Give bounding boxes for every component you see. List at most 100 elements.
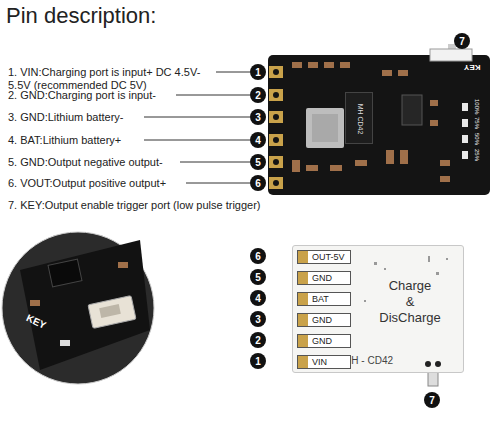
- silkscreen-text: GND: [312, 273, 332, 283]
- leader-line: [180, 162, 250, 163]
- hole: [273, 180, 279, 186]
- inductor: [306, 108, 344, 148]
- hole: [273, 114, 279, 120]
- leader-line: [144, 117, 250, 118]
- capacitor: [398, 70, 408, 76]
- gold-pad: [269, 177, 283, 189]
- pin-description: 6. VOUT:Output positive output+: [8, 177, 166, 190]
- pin-label: GND: [297, 271, 351, 285]
- callout-number: 1: [250, 64, 266, 80]
- callout-number: 4: [250, 290, 266, 306]
- pin-description: 5. GND:Output negative output-: [8, 156, 163, 169]
- page-title: Pin description:: [6, 3, 156, 29]
- capacitor: [292, 160, 300, 172]
- callout-text: 4: [255, 135, 261, 146]
- callout-text: 3: [255, 112, 261, 123]
- callout-text: 3: [255, 314, 261, 325]
- pin-label: BAT: [297, 292, 351, 306]
- gold-pad: [269, 134, 283, 146]
- dot: [384, 268, 386, 270]
- silkscreen-text: 50%: [474, 133, 480, 145]
- callout-text: 5: [255, 157, 261, 168]
- callout-text: 7: [459, 36, 465, 47]
- pin-description: 2. GND:Charging port is input-: [8, 89, 156, 102]
- leader-line: [216, 72, 250, 73]
- callout-number: 4: [250, 132, 266, 148]
- silkscreen-text: GND: [312, 315, 332, 325]
- inset-photo: KEY: [2, 232, 154, 384]
- silkscreen-text: VIN: [312, 357, 327, 367]
- board-body: [268, 55, 490, 195]
- dot: [364, 300, 366, 302]
- callout-number: 7: [424, 392, 440, 408]
- inductor-top: [312, 114, 338, 142]
- edge-pads: [269, 66, 283, 189]
- capacitor: [386, 150, 394, 164]
- led: [462, 151, 468, 159]
- gold-pad: [269, 89, 283, 101]
- led: [462, 135, 468, 143]
- callout-number: 2: [250, 87, 266, 103]
- inset-photo: [2, 232, 154, 384]
- callout-text: 7: [429, 395, 435, 406]
- silkscreen-text: KEY: [464, 63, 480, 72]
- key-switch: [430, 49, 472, 61]
- dot: [374, 262, 377, 265]
- dot: [436, 272, 439, 275]
- capacitor: [440, 176, 450, 182]
- pin-description: 3. GND:Lithium battery-: [8, 111, 124, 124]
- inset-switch: [88, 296, 136, 329]
- silkscreen-text: OUT-5V: [312, 252, 345, 262]
- silkscreen-text: GND: [312, 336, 332, 346]
- pin-label: VIN: [297, 355, 351, 369]
- hole: [273, 159, 279, 165]
- callout-number: 2: [250, 332, 266, 348]
- silkscreen-text: BAT: [312, 294, 329, 304]
- leader-line: [176, 95, 250, 96]
- leader-line: [144, 140, 250, 141]
- silkscreen-text: 25%: [474, 149, 480, 161]
- pad-holes: [273, 69, 279, 186]
- callout-text: 6: [255, 251, 261, 262]
- inset-capacitor: [30, 300, 40, 306]
- callout-number: 3: [250, 109, 266, 125]
- led: [462, 103, 468, 111]
- gold-pad: [269, 111, 283, 123]
- pin-description: 1. VIN:Charging port is input+ DC 4.5V-5…: [8, 66, 218, 92]
- inset-switch-lever: [99, 304, 121, 318]
- inset-board: [20, 240, 150, 370]
- callout-number: 3: [250, 311, 266, 327]
- capacitor: [400, 150, 408, 164]
- callout-text: 5: [255, 272, 261, 283]
- led: [462, 119, 468, 127]
- pin-label: GND: [297, 313, 351, 327]
- inset-capacitor: [118, 262, 128, 268]
- pin-label: GND: [297, 334, 351, 348]
- callout-number: 5: [250, 154, 266, 170]
- silkscreen-text: KEY: [25, 312, 48, 331]
- capacitor: [355, 160, 367, 166]
- leds: [462, 103, 468, 159]
- callout-text: 1: [255, 67, 261, 78]
- callout-number: 7: [454, 33, 470, 49]
- board-dots: [364, 256, 448, 302]
- leader-line: [186, 183, 250, 184]
- callout-number: 6: [250, 248, 266, 264]
- callout-text: 2: [255, 335, 261, 346]
- gold-pad: [269, 66, 283, 78]
- callout-text: 1: [255, 356, 261, 367]
- inset-chip: [48, 259, 82, 287]
- silkscreen-text: Charge & DisCharge: [377, 278, 443, 326]
- pin-description: 7. KEY:Output enable trigger port (low p…: [8, 199, 261, 212]
- gold-pad: [269, 156, 283, 168]
- pin-label: OUT-5V: [297, 250, 351, 264]
- callout-text: 6: [255, 178, 261, 189]
- small-ic: [402, 95, 422, 125]
- capacitor: [340, 62, 350, 68]
- dot: [428, 256, 430, 262]
- silkscreen-text: 75%: [474, 117, 480, 129]
- hole: [273, 69, 279, 75]
- callout-number: 1: [250, 353, 266, 369]
- callout-number: 5: [250, 269, 266, 285]
